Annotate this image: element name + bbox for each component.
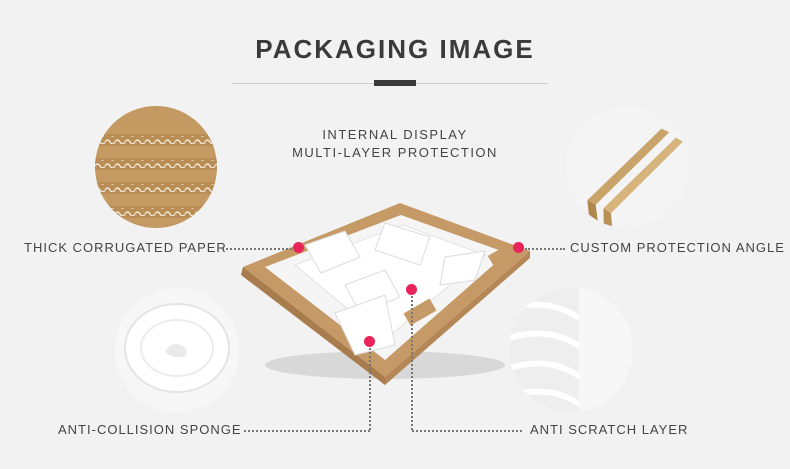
- caption-multi-layer: MULTI-LAYER PROTECTION: [292, 145, 498, 160]
- page-title: PACKAGING IMAGE: [255, 34, 535, 64]
- leader-scratch-v: [411, 296, 413, 430]
- label-sponge: ANTI-COLLISION SPONGE: [58, 422, 242, 437]
- marker-sponge: [364, 336, 375, 347]
- leader-sponge-h: [244, 430, 370, 432]
- leader-angle: [525, 248, 565, 250]
- label-scratch-layer: ANTI SCRATCH LAYER: [530, 422, 689, 437]
- leader-sponge-v: [369, 348, 371, 430]
- title-accent-bar: [374, 80, 416, 86]
- scratch-layer-image: [509, 288, 633, 412]
- marker-angle: [513, 242, 524, 253]
- leader-scratch-h: [412, 430, 522, 432]
- protection-angle-image: [566, 106, 688, 228]
- caption-internal-display: INTERNAL DISPLAY: [322, 127, 468, 142]
- label-protection-angle: CUSTOM PROTECTION ANGLE: [570, 240, 785, 255]
- marker-scratch: [406, 284, 417, 295]
- leader-corrugated: [222, 248, 292, 250]
- package-box-illustration: [235, 195, 535, 385]
- marker-corrugated: [293, 242, 304, 253]
- corrugated-paper-image: [95, 106, 217, 228]
- sponge-image: [115, 288, 239, 412]
- label-corrugated-paper: THICK CORRUGATED PAPER: [24, 240, 227, 255]
